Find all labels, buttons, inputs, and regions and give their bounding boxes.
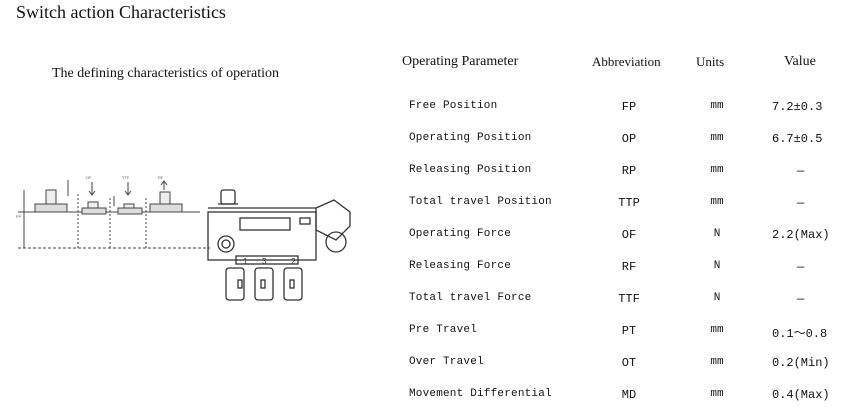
param-abbreviation: MD — [621, 388, 637, 402]
table-row: Total travel Force TTF N — — [0, 292, 853, 312]
switch-diagram: OF TTF RF FP 1 3 2 — [16, 175, 351, 301]
table-row: Free Position FP mm 7.2±0.3 — [0, 100, 853, 120]
param-units: mm — [710, 132, 724, 144]
table-row: Releasing Position RP mm — — [0, 164, 853, 184]
header-value: Value — [784, 54, 816, 69]
param-value: 7.2±0.3 — [772, 100, 823, 114]
param-name: Releasing Position — [409, 164, 532, 176]
param-abbreviation: PT — [621, 324, 637, 338]
pin-label-1: 1 — [243, 257, 248, 266]
param-name: Pre Travel — [409, 324, 478, 336]
table-row: Pre Travel PT mm 0.1～0.8 — [0, 324, 853, 344]
param-name: Operating Force — [409, 228, 512, 240]
param-units: N — [713, 260, 721, 272]
table-row: Releasing Force RF N — — [0, 260, 853, 280]
table-row: Operating Position OP mm 6.7±0.5 — [0, 132, 853, 152]
param-units: mm — [710, 356, 724, 368]
param-units: mm — [710, 100, 724, 112]
table-row: Movement Differential MD mm 0.4(Max) — [0, 388, 853, 408]
param-abbreviation: RF — [621, 260, 637, 274]
param-units: N — [713, 292, 721, 304]
label-fp: FP — [16, 214, 21, 219]
diagram-caption: The defining characteristics of operatio… — [52, 66, 280, 81]
param-value: 0.2(Min) — [772, 356, 830, 370]
param-abbreviation: OT — [621, 356, 637, 370]
param-units: N — [713, 228, 721, 240]
param-name: Total travel Position — [409, 196, 552, 208]
param-abbreviation: OP — [621, 132, 637, 146]
param-name: Free Position — [409, 100, 498, 112]
param-units: mm — [710, 196, 724, 208]
pin-label-2: 2 — [291, 257, 296, 266]
param-value: 0.1～0.8 — [772, 327, 828, 341]
header-abbreviation: Abbreviation — [592, 54, 661, 69]
label-rf: RF — [158, 175, 164, 180]
pin-label-3: 3 — [262, 257, 267, 266]
param-abbreviation: OF — [621, 228, 637, 242]
table-row: Total travel Position TTP mm — — [0, 196, 853, 216]
param-value: — — [797, 164, 805, 178]
page-title: Switch action Characteristics — [16, 2, 226, 22]
param-abbreviation: RP — [621, 164, 637, 178]
param-name: Movement Differential — [409, 388, 552, 400]
param-value: — — [797, 260, 805, 274]
param-value: — — [797, 292, 805, 306]
param-abbreviation: TTP — [618, 196, 640, 210]
param-value: — — [797, 196, 805, 210]
table-row: Operating Force OF N 2.2(Max) — [0, 228, 853, 248]
header-parameter: Operating Parameter — [402, 54, 519, 69]
label-of: OF — [86, 175, 92, 180]
param-name: Total travel Force — [409, 292, 532, 304]
header-units: Units — [696, 54, 725, 69]
param-value: 0.4(Max) — [772, 388, 830, 402]
label-ttf: TTF — [122, 175, 130, 180]
param-name: Releasing Force — [409, 260, 512, 272]
param-value: 2.2(Max) — [772, 228, 830, 242]
table-row: Over Travel OT mm 0.2(Min) — [0, 356, 853, 376]
param-units: mm — [710, 164, 724, 176]
param-name: Over Travel — [409, 356, 484, 368]
param-units: mm — [710, 388, 724, 400]
param-name: Operating Position — [409, 132, 532, 144]
param-value: 6.7±0.5 — [772, 132, 823, 146]
param-abbreviation: FP — [621, 100, 637, 114]
param-abbreviation: TTF — [618, 292, 640, 306]
param-units: mm — [710, 324, 724, 336]
